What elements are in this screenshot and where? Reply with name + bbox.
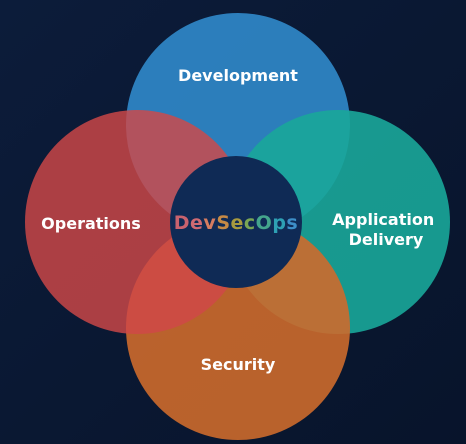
center-label-letter: D: [174, 212, 190, 234]
label-security: Security: [201, 355, 276, 374]
center-label: DevSecOps: [174, 212, 298, 234]
label-application-delivery: Application Delivery: [332, 210, 440, 249]
center-label-letter: c: [244, 212, 256, 234]
label-operations: Operations: [41, 214, 141, 233]
center-label-letter: e: [231, 212, 244, 234]
label-application-delivery-line1: Application: [332, 210, 434, 229]
label-application-delivery-line2: Delivery: [349, 230, 424, 249]
circle-operations: [25, 110, 249, 334]
label-development: Development: [178, 66, 298, 85]
center-circle: [170, 156, 302, 288]
center-label-letter: O: [256, 212, 273, 234]
center-label-letter: s: [286, 212, 298, 234]
center-label-letter: p: [272, 212, 286, 234]
center-label-letter: e: [190, 212, 203, 234]
center-label-letter: v: [203, 212, 216, 234]
center-label-letter: S: [216, 212, 230, 234]
